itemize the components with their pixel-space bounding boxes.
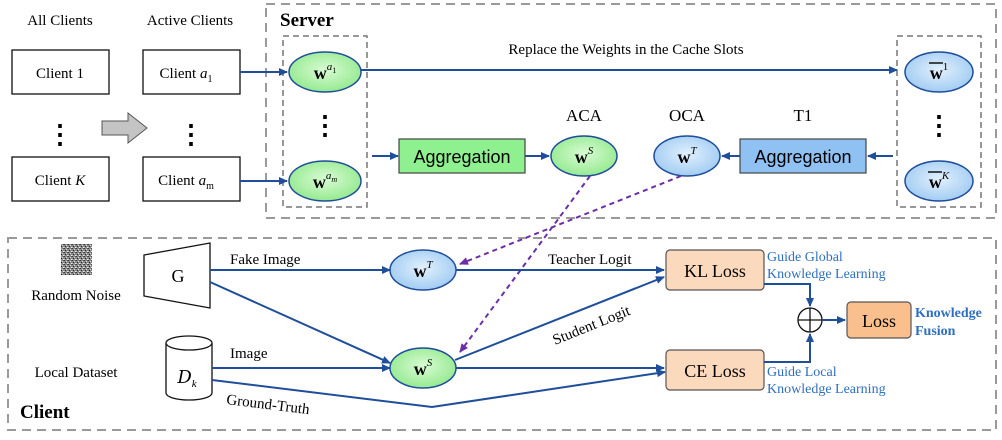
ce-loss-label: CE Loss: [684, 361, 746, 381]
student-weight-label: wS: [414, 357, 433, 379]
random-noise-label: Random Noise: [31, 288, 121, 304]
teacher-weight-label: wT: [413, 259, 433, 281]
client-a1-label: Client a1: [160, 66, 213, 85]
dataset-cylinder-top: [165, 335, 213, 351]
aca-weight-node: [550, 135, 618, 177]
ground-truth-label: Ground-Truth: [226, 392, 311, 418]
weight-a1-label: wa1: [314, 61, 337, 83]
client-list-ellipsis: ⋮: [47, 120, 73, 149]
local-dataset-label: Local Dataset: [35, 365, 119, 381]
aggregation-green-label: Aggregation: [413, 147, 510, 167]
client-1-box: [11, 49, 110, 95]
weight-am-node: [288, 160, 362, 202]
knowledge-fusion-line2: Fusion: [915, 324, 956, 339]
dashed-arrow-oca-to-teacher: [459, 175, 682, 265]
server-frame: [265, 3, 997, 219]
knowledge-fusion-line1: Knowledge: [915, 306, 982, 321]
ce-loss-box: [665, 349, 765, 391]
guide-local-line1: Guide Local: [767, 365, 837, 380]
generator-shape: [143, 242, 211, 309]
cache-weight-1-node: [904, 51, 974, 93]
aggregation-blue-box: [739, 138, 867, 174]
oca-label: OCA: [669, 106, 706, 125]
client-k-label: Client K: [35, 173, 86, 189]
client-title: Client: [20, 402, 70, 423]
total-loss-label: Loss: [862, 311, 896, 331]
oca-weight-node: [653, 135, 721, 177]
guide-global-line1: Guide Global: [767, 250, 843, 265]
total-loss-box: [846, 301, 912, 339]
kl-loss-label: KL Loss: [684, 261, 746, 281]
student-logit-label: Student Logit: [551, 303, 634, 349]
arrow-ce-to-sum: [764, 333, 814, 363]
random-noise-image: [61, 244, 92, 275]
weight-a1-node: [288, 51, 362, 93]
aca-weight-label: wS: [575, 145, 594, 167]
client-k-box: [11, 156, 110, 202]
arrow-fake-to-student: [209, 281, 391, 364]
client-1-label: Client 1: [36, 66, 84, 82]
generator-label: G: [172, 266, 185, 286]
arrow-student-to-kl: [454, 276, 665, 361]
dataset-label: Dk: [176, 367, 197, 390]
t1-label: T1: [794, 106, 813, 125]
cache-weight-k-node: [904, 160, 974, 202]
client-a1-box: [142, 49, 241, 95]
arrow-kl-to-sum: [764, 283, 814, 307]
arrow-ground-truth: [211, 369, 666, 409]
cache-weight-1-label: w1: [930, 61, 949, 83]
selection-arrow: [101, 111, 148, 145]
image-label: Image: [230, 346, 268, 362]
aca-label: ACA: [566, 106, 603, 125]
guide-local-line2: Knowledge Learning: [767, 382, 886, 397]
oca-weight-label: wT: [677, 145, 697, 167]
active-clients-title: Active Clients: [147, 13, 233, 29]
cache-slots-frame: [896, 35, 982, 208]
replace-label: Replace the Weights in the Cache Slots: [508, 42, 743, 58]
cache-ellipsis: ⋮: [926, 111, 952, 140]
cache-weight-k-label: wK: [929, 170, 950, 192]
aggregation-blue-label: Aggregation: [754, 147, 851, 167]
active-list-ellipsis: ⋮: [178, 120, 204, 149]
all-clients-title: All Clients: [27, 13, 93, 29]
dataset-cylinder: [165, 343, 213, 401]
client-am-label: Client am: [158, 173, 214, 192]
aggregation-green-box: [398, 138, 526, 174]
client-frame: [7, 237, 997, 431]
guide-global-line2: Knowledge Learning: [767, 267, 886, 282]
active-weights-frame: [282, 35, 368, 208]
teacher-logit-label: Teacher Logit: [548, 252, 632, 268]
weights-ellipsis: ⋮: [312, 111, 338, 140]
server-title: Server: [280, 10, 334, 31]
dashed-arrow-aca-to-student: [459, 175, 591, 353]
client-am-box: [142, 156, 241, 202]
fake-image-label: Fake Image: [230, 252, 301, 268]
weight-am-label: wam: [313, 170, 338, 192]
kl-loss-box: [665, 249, 765, 291]
